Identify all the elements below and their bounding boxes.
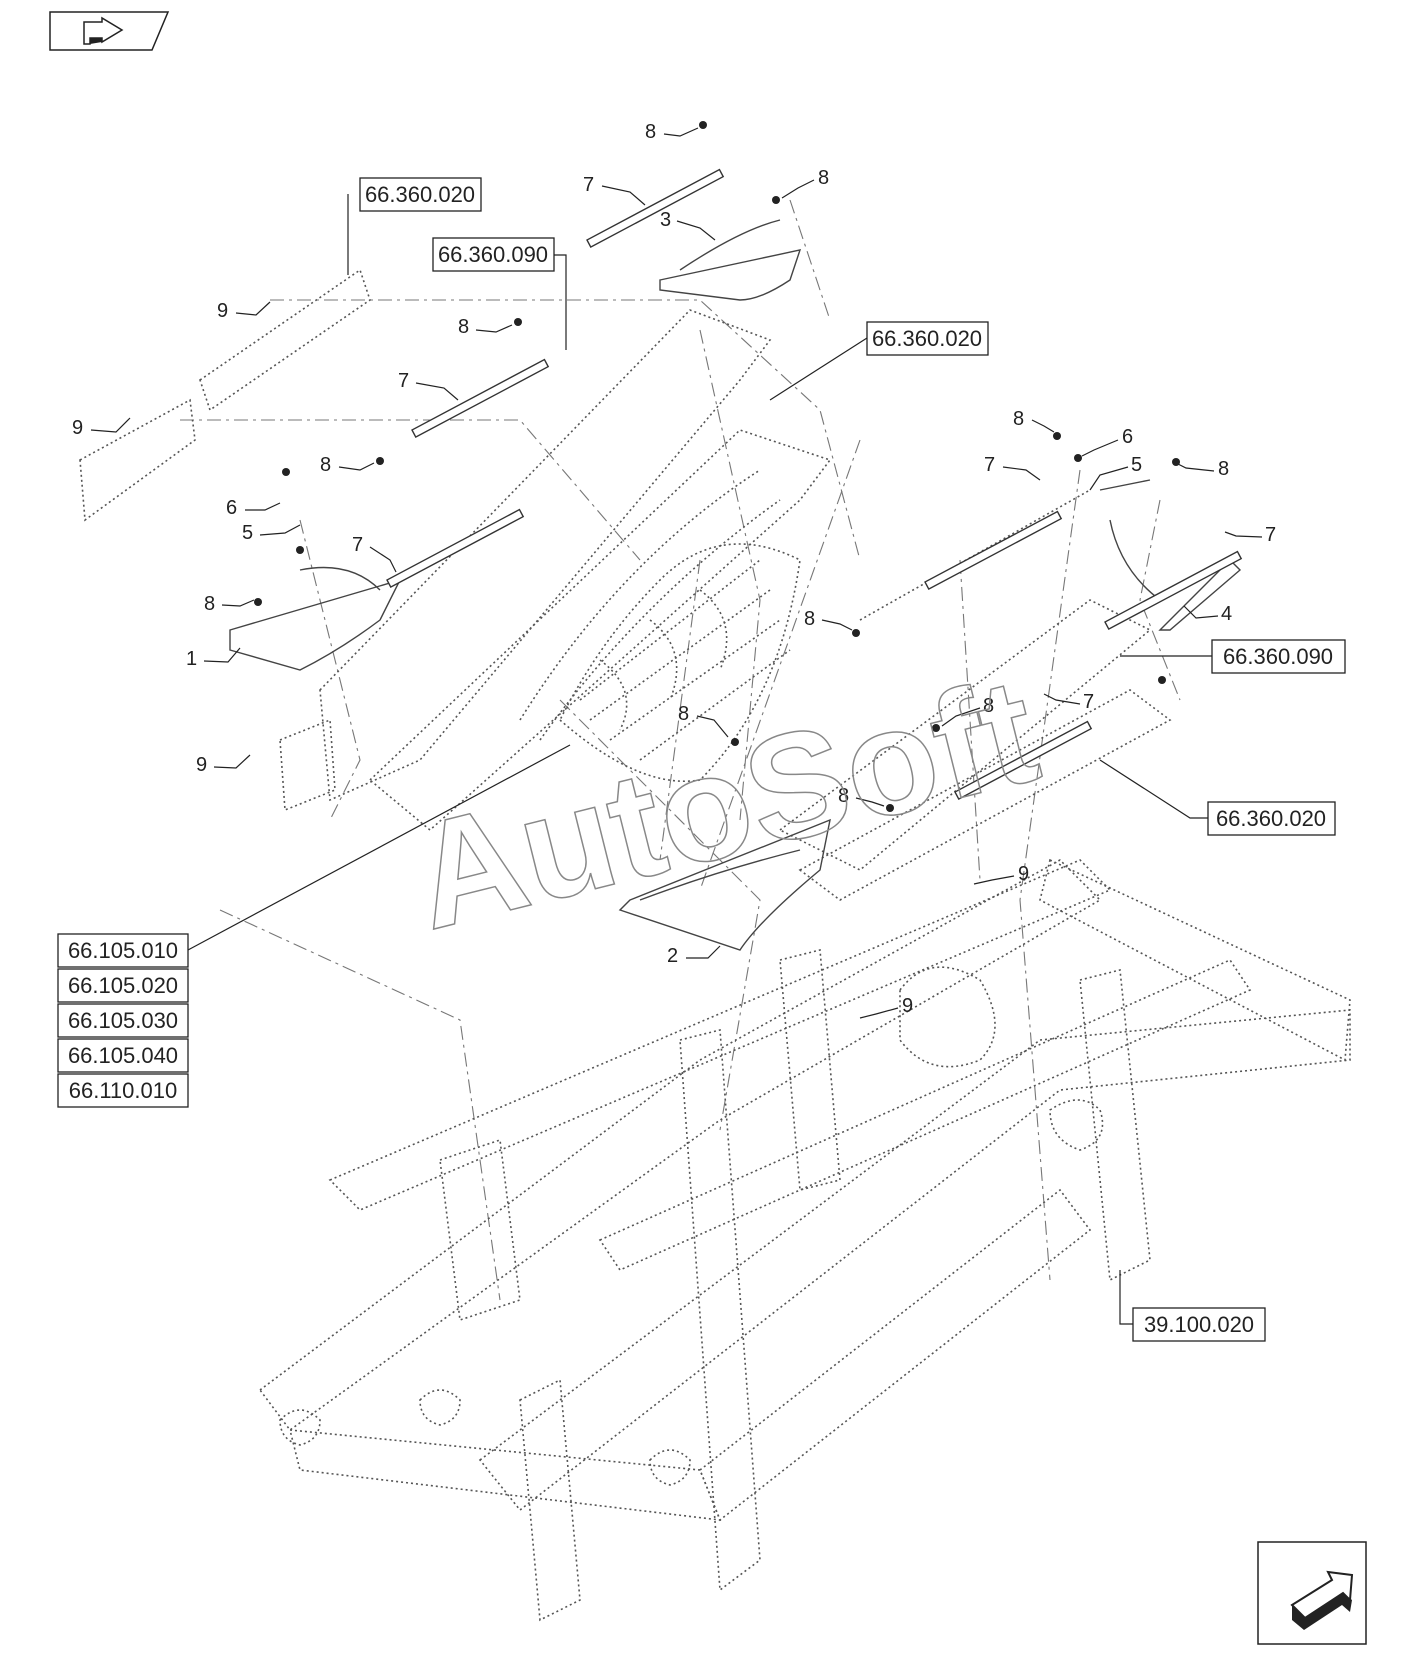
callout-9-a: 9 (217, 300, 271, 322)
svg-text:66.105.020: 66.105.020 (68, 973, 178, 998)
callout-9-c: 9 (196, 754, 251, 776)
svg-text:66.105.040: 66.105.040 (68, 1043, 178, 1068)
reference-box-66-110-010[interactable]: 66.110.010 (57, 1073, 189, 1108)
callout-8-i: 8 (678, 703, 729, 738)
callout-8-c: 8 (458, 316, 513, 338)
reference-box-66-105-010[interactable]: 66.105.010 (57, 744, 571, 968)
callout-8-k: 8 (838, 785, 885, 807)
svg-text:9: 9 (196, 754, 207, 776)
callout-5-a: 5 (242, 522, 301, 544)
assembly-guide-lines (180, 199, 1181, 1301)
svg-text:8: 8 (204, 593, 215, 615)
svg-text:39.100.020: 39.100.020 (1144, 1312, 1254, 1337)
svg-text:8: 8 (983, 695, 994, 717)
concave-cover-upper (319, 309, 832, 832)
concave-grate (559, 543, 801, 782)
svg-text:2: 2 (667, 945, 678, 967)
svg-text:6: 6 (1122, 426, 1133, 448)
svg-text:3: 3 (660, 209, 671, 231)
callout-5-b: 5 (1089, 454, 1142, 491)
svg-text:66.360.020: 66.360.020 (872, 326, 982, 351)
shield-part-2 (618, 818, 831, 951)
callout-7-a: 7 (583, 174, 646, 206)
svg-text:66.360.020: 66.360.020 (365, 182, 475, 207)
reference-box-66-105-020[interactable]: 66.105.020 (57, 968, 189, 1003)
shield-part-3 (659, 219, 802, 301)
svg-text:9: 9 (72, 417, 83, 439)
svg-text:7: 7 (1265, 524, 1276, 546)
callout-4: 4 (1183, 603, 1232, 625)
svg-text:7: 7 (398, 370, 409, 392)
next-arrow-icon[interactable] (1257, 1541, 1367, 1645)
svg-text:8: 8 (818, 167, 829, 189)
reference-box-39-100-020[interactable]: 39.100.020 (1119, 1270, 1266, 1342)
callout-7-f: 7 (1043, 691, 1094, 713)
svg-text:6: 6 (226, 497, 237, 519)
callout-1: 1 (186, 647, 241, 670)
svg-text:9: 9 (902, 995, 913, 1017)
callout-8-d: 8 (320, 454, 375, 476)
callout-8-e: 8 (204, 593, 255, 615)
callout-8-g: 8 (1177, 458, 1229, 480)
shield-part-4 (1099, 479, 1242, 631)
callout-8-a: 8 (645, 121, 699, 143)
callout-9-b: 9 (72, 417, 131, 439)
svg-text:66.105.030: 66.105.030 (68, 1008, 178, 1033)
svg-text:66.110.010: 66.110.010 (69, 1078, 177, 1103)
reference-box-66-360-090-a[interactable]: 66.360.090 (432, 237, 567, 350)
watermark: AutoSoft (397, 645, 1052, 961)
callout-7-b: 7 (398, 370, 459, 401)
svg-text:66.360.090: 66.360.090 (1223, 644, 1333, 669)
main-frame (258, 858, 1351, 1622)
back-arrow-icon[interactable] (49, 11, 170, 51)
angle-bracket-upper (79, 268, 371, 812)
callout-2: 2 (667, 945, 721, 967)
svg-text:7: 7 (352, 534, 363, 556)
callout-9-e: 9 (859, 995, 913, 1019)
svg-text:8: 8 (458, 316, 469, 338)
callout-9-d: 9 (973, 863, 1029, 885)
callout-6-a: 6 (226, 497, 281, 519)
svg-text:9: 9 (1018, 863, 1029, 885)
svg-text:4: 4 (1221, 603, 1232, 625)
svg-text:8: 8 (1218, 458, 1229, 480)
callout-8-h: 8 (804, 608, 853, 631)
svg-text:5: 5 (1131, 454, 1142, 476)
callout-3: 3 (660, 209, 716, 241)
callout-7-d: 7 (984, 454, 1041, 481)
callout-8-f: 8 (1013, 408, 1055, 433)
wear-strips (386, 168, 1243, 801)
svg-text:66.360.020: 66.360.020 (1216, 806, 1326, 831)
svg-text:7: 7 (583, 174, 594, 196)
svg-text:8: 8 (804, 608, 815, 630)
reference-box-66-105-040[interactable]: 66.105.040 (57, 1038, 189, 1073)
svg-text:66.105.010: 66.105.010 (68, 938, 178, 963)
svg-text:7: 7 (1083, 691, 1094, 713)
callout-6-b: 6 (1081, 426, 1133, 457)
bolts (254, 121, 1180, 812)
reference-box-66-360-090-b[interactable]: 66.360.090 (1120, 639, 1346, 674)
svg-text:8: 8 (1013, 408, 1024, 430)
svg-text:5: 5 (242, 522, 253, 544)
reference-box-66-105-030[interactable]: 66.105.030 (57, 1003, 189, 1038)
concave-cover-right (778, 489, 1172, 901)
callout-7-c: 7 (352, 534, 397, 573)
shield-part-1 (229, 566, 402, 671)
reference-box-66-360-020-a[interactable]: 66.360.020 (347, 177, 482, 275)
svg-text:1: 1 (186, 648, 197, 670)
svg-text:8: 8 (838, 785, 849, 807)
reference-box-66-360-020-b[interactable]: 66.360.020 (769, 321, 989, 401)
svg-text:66.360.090: 66.360.090 (438, 242, 548, 267)
callout-7-e: 7 (1224, 524, 1276, 546)
svg-text:8: 8 (645, 121, 656, 143)
callout-8-b: 8 (781, 167, 829, 199)
svg-text:8: 8 (678, 703, 689, 725)
svg-text:9: 9 (217, 300, 228, 322)
reference-box-66-360-020-c[interactable]: 66.360.020 (1099, 759, 1336, 836)
callout-8-j: 8 (941, 695, 994, 727)
svg-text:7: 7 (984, 454, 995, 476)
svg-text:8: 8 (320, 454, 331, 476)
